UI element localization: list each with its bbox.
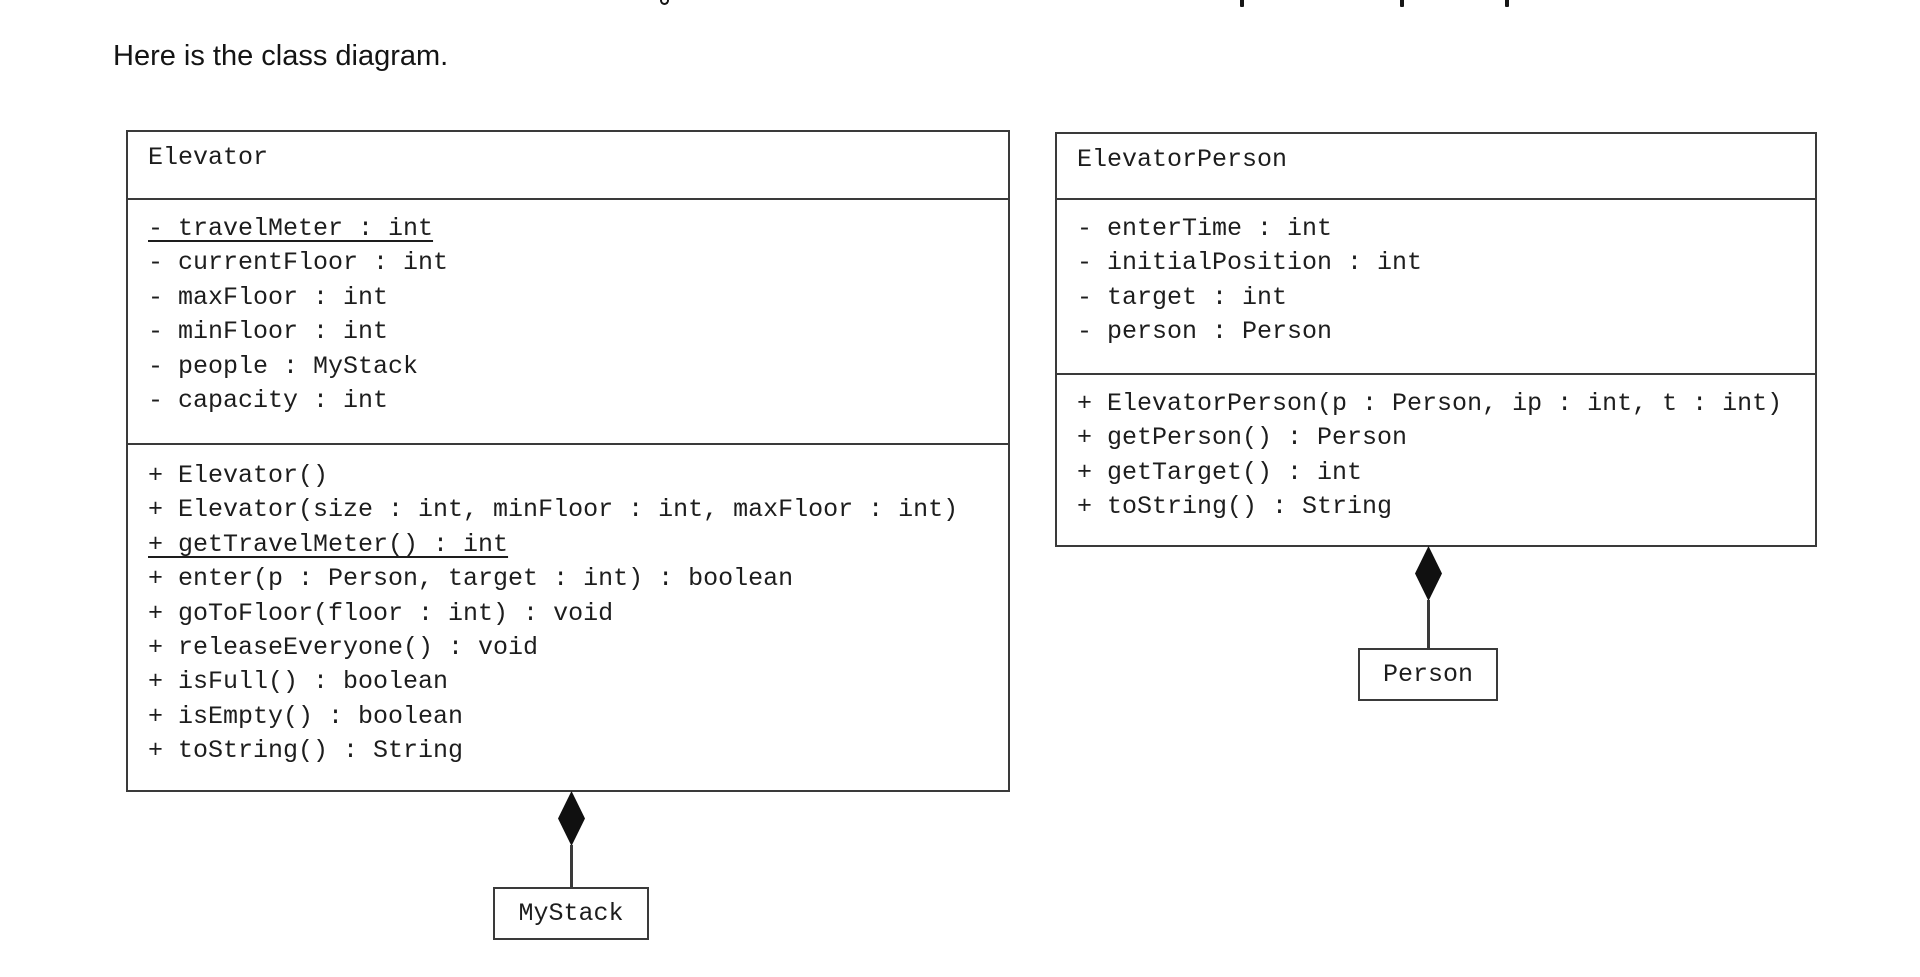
method-row: + isFull() : boolean bbox=[148, 667, 449, 697]
attribute-row: - target : int bbox=[1077, 282, 1288, 312]
class-title-elevator: Elevator bbox=[128, 132, 1008, 200]
elevator-methods-compartment: + Elevator() + Elevator(size : int, minF… bbox=[128, 445, 1008, 790]
attribute-row: - currentFloor : int bbox=[148, 248, 449, 278]
method-row: + enter(p : Person, target : int) : bool… bbox=[148, 564, 794, 594]
attribute-row: - people : MyStack bbox=[148, 351, 419, 381]
method-row: + Elevator(size : int, minFloor : int, m… bbox=[148, 495, 959, 525]
static-method-text: + getTravelMeter() : int bbox=[148, 529, 509, 559]
class-box-person: Person bbox=[1358, 648, 1498, 701]
composition-connector-line bbox=[1427, 600, 1430, 649]
cropped-text-fragment bbox=[1400, 0, 1404, 7]
class-box-elevator-person: ElevatorPerson - enterTime : int - initi… bbox=[1055, 132, 1817, 547]
attribute-row: - travelMeter : int bbox=[148, 212, 1008, 246]
intro-text: Here is the class diagram. bbox=[113, 40, 449, 72]
attribute-row: - minFloor : int bbox=[148, 317, 389, 347]
static-attribute-text: - travelMeter : int bbox=[148, 214, 434, 243]
elevator-person-attributes-compartment: - enterTime : int - initialPosition : in… bbox=[1057, 200, 1815, 375]
composition-connector-line bbox=[570, 845, 573, 888]
cropped-text-fragment bbox=[660, 0, 669, 5]
attribute-row: - initialPosition : int bbox=[1077, 248, 1423, 278]
cropped-text-fragment bbox=[1505, 0, 1509, 7]
method-row: + releaseEveryone() : void bbox=[148, 632, 539, 662]
attribute-row: - enterTime : int bbox=[1077, 214, 1333, 243]
cropped-text-fragment bbox=[1240, 0, 1244, 7]
composition-diamond-icon bbox=[558, 791, 585, 846]
elevator-person-methods-compartment: + ElevatorPerson(p : Person, ip : int, t… bbox=[1057, 375, 1815, 545]
method-row: + goToFloor(floor : int) : void bbox=[148, 598, 614, 628]
class-box-mystack: MyStack bbox=[493, 887, 649, 940]
attribute-row: - maxFloor : int bbox=[148, 282, 389, 312]
method-row: + getTravelMeter() : int bbox=[148, 528, 1008, 562]
attribute-row: - person : Person bbox=[1077, 317, 1333, 347]
class-title-elevator-person: ElevatorPerson bbox=[1057, 134, 1815, 200]
method-row: + getTarget() : int bbox=[1077, 457, 1363, 487]
method-row: + getPerson() : Person bbox=[1077, 423, 1408, 453]
method-row: + toString() : String bbox=[1077, 492, 1393, 522]
composition-diamond-icon bbox=[1415, 546, 1442, 601]
method-row: + Elevator() bbox=[148, 461, 329, 490]
attribute-row: - capacity : int bbox=[148, 385, 389, 415]
method-row: + toString() : String bbox=[148, 736, 464, 766]
class-box-elevator: Elevator - travelMeter : int - currentFl… bbox=[126, 130, 1010, 792]
elevator-attributes-compartment: - travelMeter : int - currentFloor : int… bbox=[128, 200, 1008, 445]
method-row: + isEmpty() : boolean bbox=[148, 701, 464, 731]
method-row: + ElevatorPerson(p : Person, ip : int, t… bbox=[1077, 389, 1783, 418]
